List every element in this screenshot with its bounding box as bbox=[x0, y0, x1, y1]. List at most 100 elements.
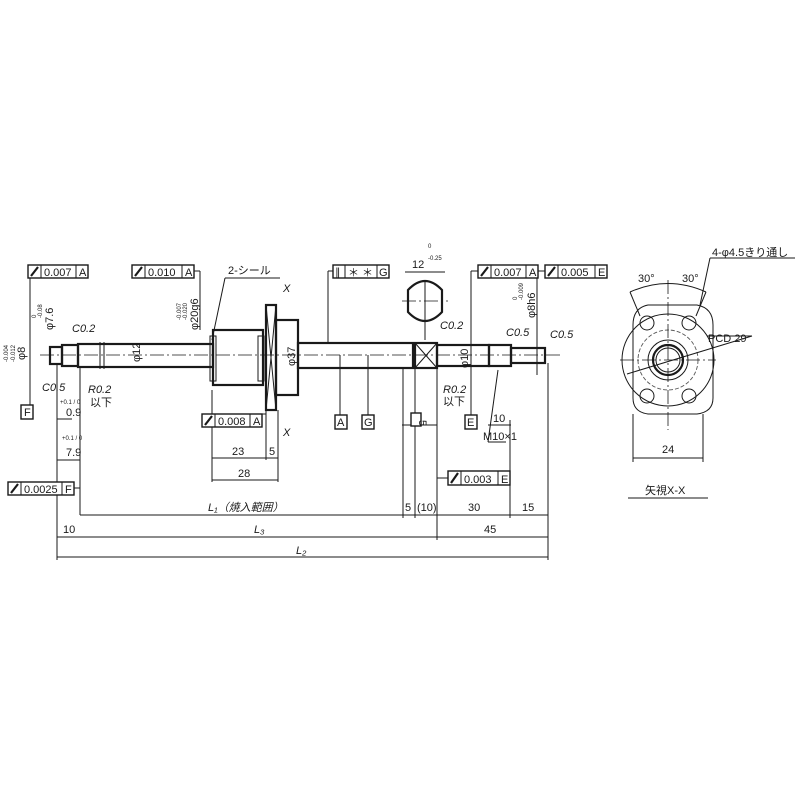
dim-5: 5 bbox=[405, 502, 411, 514]
dim-width-12: 12 bbox=[412, 259, 424, 271]
dim-5-boxed: 5 bbox=[416, 420, 428, 426]
dim-23: 23 bbox=[232, 446, 244, 458]
runout-icon bbox=[480, 266, 489, 277]
dim-phi37: φ37 bbox=[286, 347, 298, 366]
tol: +0.1 / 0 bbox=[62, 436, 83, 442]
frame-value: ＊ ＊ bbox=[348, 267, 373, 279]
datum-boxes: F A G E bbox=[20, 404, 478, 430]
frame-datum: A bbox=[185, 267, 193, 279]
bolt-hole bbox=[681, 315, 697, 331]
datum-label: G bbox=[364, 417, 373, 429]
chamfer-c02: C0.2 bbox=[72, 323, 95, 335]
section-mark-x: X bbox=[282, 283, 291, 295]
chamfer-c05: C0.5 bbox=[42, 382, 66, 394]
frame-value: 0.010 bbox=[148, 267, 176, 279]
dim-l3: L₃ bbox=[254, 524, 265, 536]
datum-F bbox=[20, 404, 34, 420]
angle-30: 30° bbox=[638, 273, 655, 285]
parallelism-icon: ∥ bbox=[335, 267, 341, 279]
holes-note: 4-φ4.5きり通し bbox=[712, 246, 788, 259]
frame-datum: F bbox=[65, 484, 72, 496]
datum-G bbox=[361, 414, 375, 430]
angle-30: 30° bbox=[682, 273, 699, 285]
seal-label: 2-シール bbox=[228, 265, 271, 277]
view-x-x: 4-φ4.5きり通し 30° 30° PCD 29 24 矢視X-X bbox=[620, 246, 795, 499]
frame-value: 0.007 bbox=[44, 267, 72, 279]
screw-shaft bbox=[296, 341, 415, 370]
dim-5: 5 bbox=[269, 446, 275, 458]
frame-runout-8: 0.003 E bbox=[437, 470, 511, 486]
runout-icon bbox=[450, 472, 459, 484]
dim-10-ref: (10) bbox=[417, 502, 437, 514]
tol-low: -0.08 bbox=[38, 304, 44, 318]
frame-value: 0.005 bbox=[561, 267, 589, 279]
dim-l1: L₁（焼入範囲） bbox=[208, 501, 284, 514]
dim-phi7-6: φ7.6 bbox=[44, 308, 56, 330]
chamfer-c05: C0.5 bbox=[550, 329, 574, 341]
dim-phi8: φ8 bbox=[16, 347, 28, 360]
chamfer-c02: C0.2 bbox=[440, 320, 463, 332]
tol-up: 0 bbox=[513, 296, 519, 300]
dim-30: 30 bbox=[468, 502, 480, 514]
frame-value: 0.008 bbox=[218, 416, 246, 428]
frame-parallelism: ∥ ＊ ＊ G bbox=[332, 264, 390, 279]
datum-label: F bbox=[24, 407, 31, 419]
thread-section bbox=[487, 343, 513, 368]
dim-l2: L₂ bbox=[296, 545, 307, 557]
dim-45: 45 bbox=[484, 524, 496, 536]
runout-icon bbox=[30, 266, 39, 277]
datum-A bbox=[334, 414, 348, 430]
tol-up: -0.007 bbox=[177, 302, 183, 320]
frame-datum: G bbox=[379, 267, 388, 279]
datum-label: A bbox=[337, 417, 345, 429]
tol-up: -0.004 bbox=[4, 344, 10, 362]
tol-up: 0 bbox=[428, 244, 432, 250]
dim-24: 24 bbox=[662, 444, 674, 456]
tol: +0.1 / 0 bbox=[60, 400, 81, 406]
bolt-hole bbox=[681, 388, 697, 404]
frame-runout-2: 0.010 A bbox=[131, 264, 195, 279]
bolt-hole bbox=[639, 315, 655, 331]
tol-low: -0.009 bbox=[519, 282, 525, 300]
section-mark-x: X bbox=[282, 427, 291, 439]
frame-datum: A bbox=[79, 267, 87, 279]
frame-datum: A bbox=[529, 267, 537, 279]
dim-phi8h6: φ8h6 bbox=[526, 293, 538, 319]
dim-10: 10 bbox=[493, 413, 505, 425]
leader-lines bbox=[29, 270, 545, 443]
basic-dim-box bbox=[410, 412, 422, 427]
frame-runout-5: 0.005 E bbox=[544, 264, 608, 279]
frame-value: 0.003 bbox=[464, 474, 492, 486]
tol-up: 0 bbox=[32, 314, 38, 318]
frame-runout-6: 0.008 A bbox=[201, 413, 263, 428]
frame-runout-4: 0.007 A bbox=[477, 264, 539, 279]
radius-r02: R0.2 bbox=[443, 384, 466, 396]
dimension-lines bbox=[56, 363, 549, 560]
flat-section-view: 12 0 -0.25 bbox=[402, 244, 448, 340]
dim-15: 15 bbox=[522, 502, 534, 514]
note: 以下 bbox=[443, 396, 465, 408]
frame-datum: E bbox=[501, 474, 508, 486]
datum-label: E bbox=[467, 417, 474, 429]
dim-0-9: 0.9 bbox=[66, 407, 81, 419]
dim-7-9: 7.9 bbox=[66, 447, 81, 459]
tol-low: -0.25 bbox=[428, 256, 442, 262]
runout-icon bbox=[204, 415, 213, 426]
dim-28: 28 bbox=[238, 468, 250, 480]
frame-runout-1: 0.007 A bbox=[27, 264, 89, 279]
shaft bbox=[48, 303, 547, 412]
tol-low: -0.020 bbox=[183, 302, 189, 320]
dim-phi12: φ12 bbox=[131, 343, 143, 362]
nut-body bbox=[211, 328, 265, 387]
chamfer-c05: C0.5 bbox=[506, 327, 530, 339]
dimension-labels: 2-シール φ8 -0.004 -0.012 φ7.6 0 -0.08 C0.2… bbox=[4, 265, 574, 557]
pcd-label: PCD 29 bbox=[708, 333, 747, 345]
view-title: 矢視X-X bbox=[645, 483, 686, 497]
runout-icon bbox=[547, 266, 556, 277]
frame-datum: A bbox=[253, 416, 261, 428]
tol-low: -0.012 bbox=[11, 344, 17, 362]
dim-10: 10 bbox=[63, 524, 75, 536]
thread-spec: M10×1 bbox=[483, 431, 517, 443]
frame-datum: E bbox=[598, 267, 605, 279]
bolt-hole bbox=[639, 388, 655, 404]
